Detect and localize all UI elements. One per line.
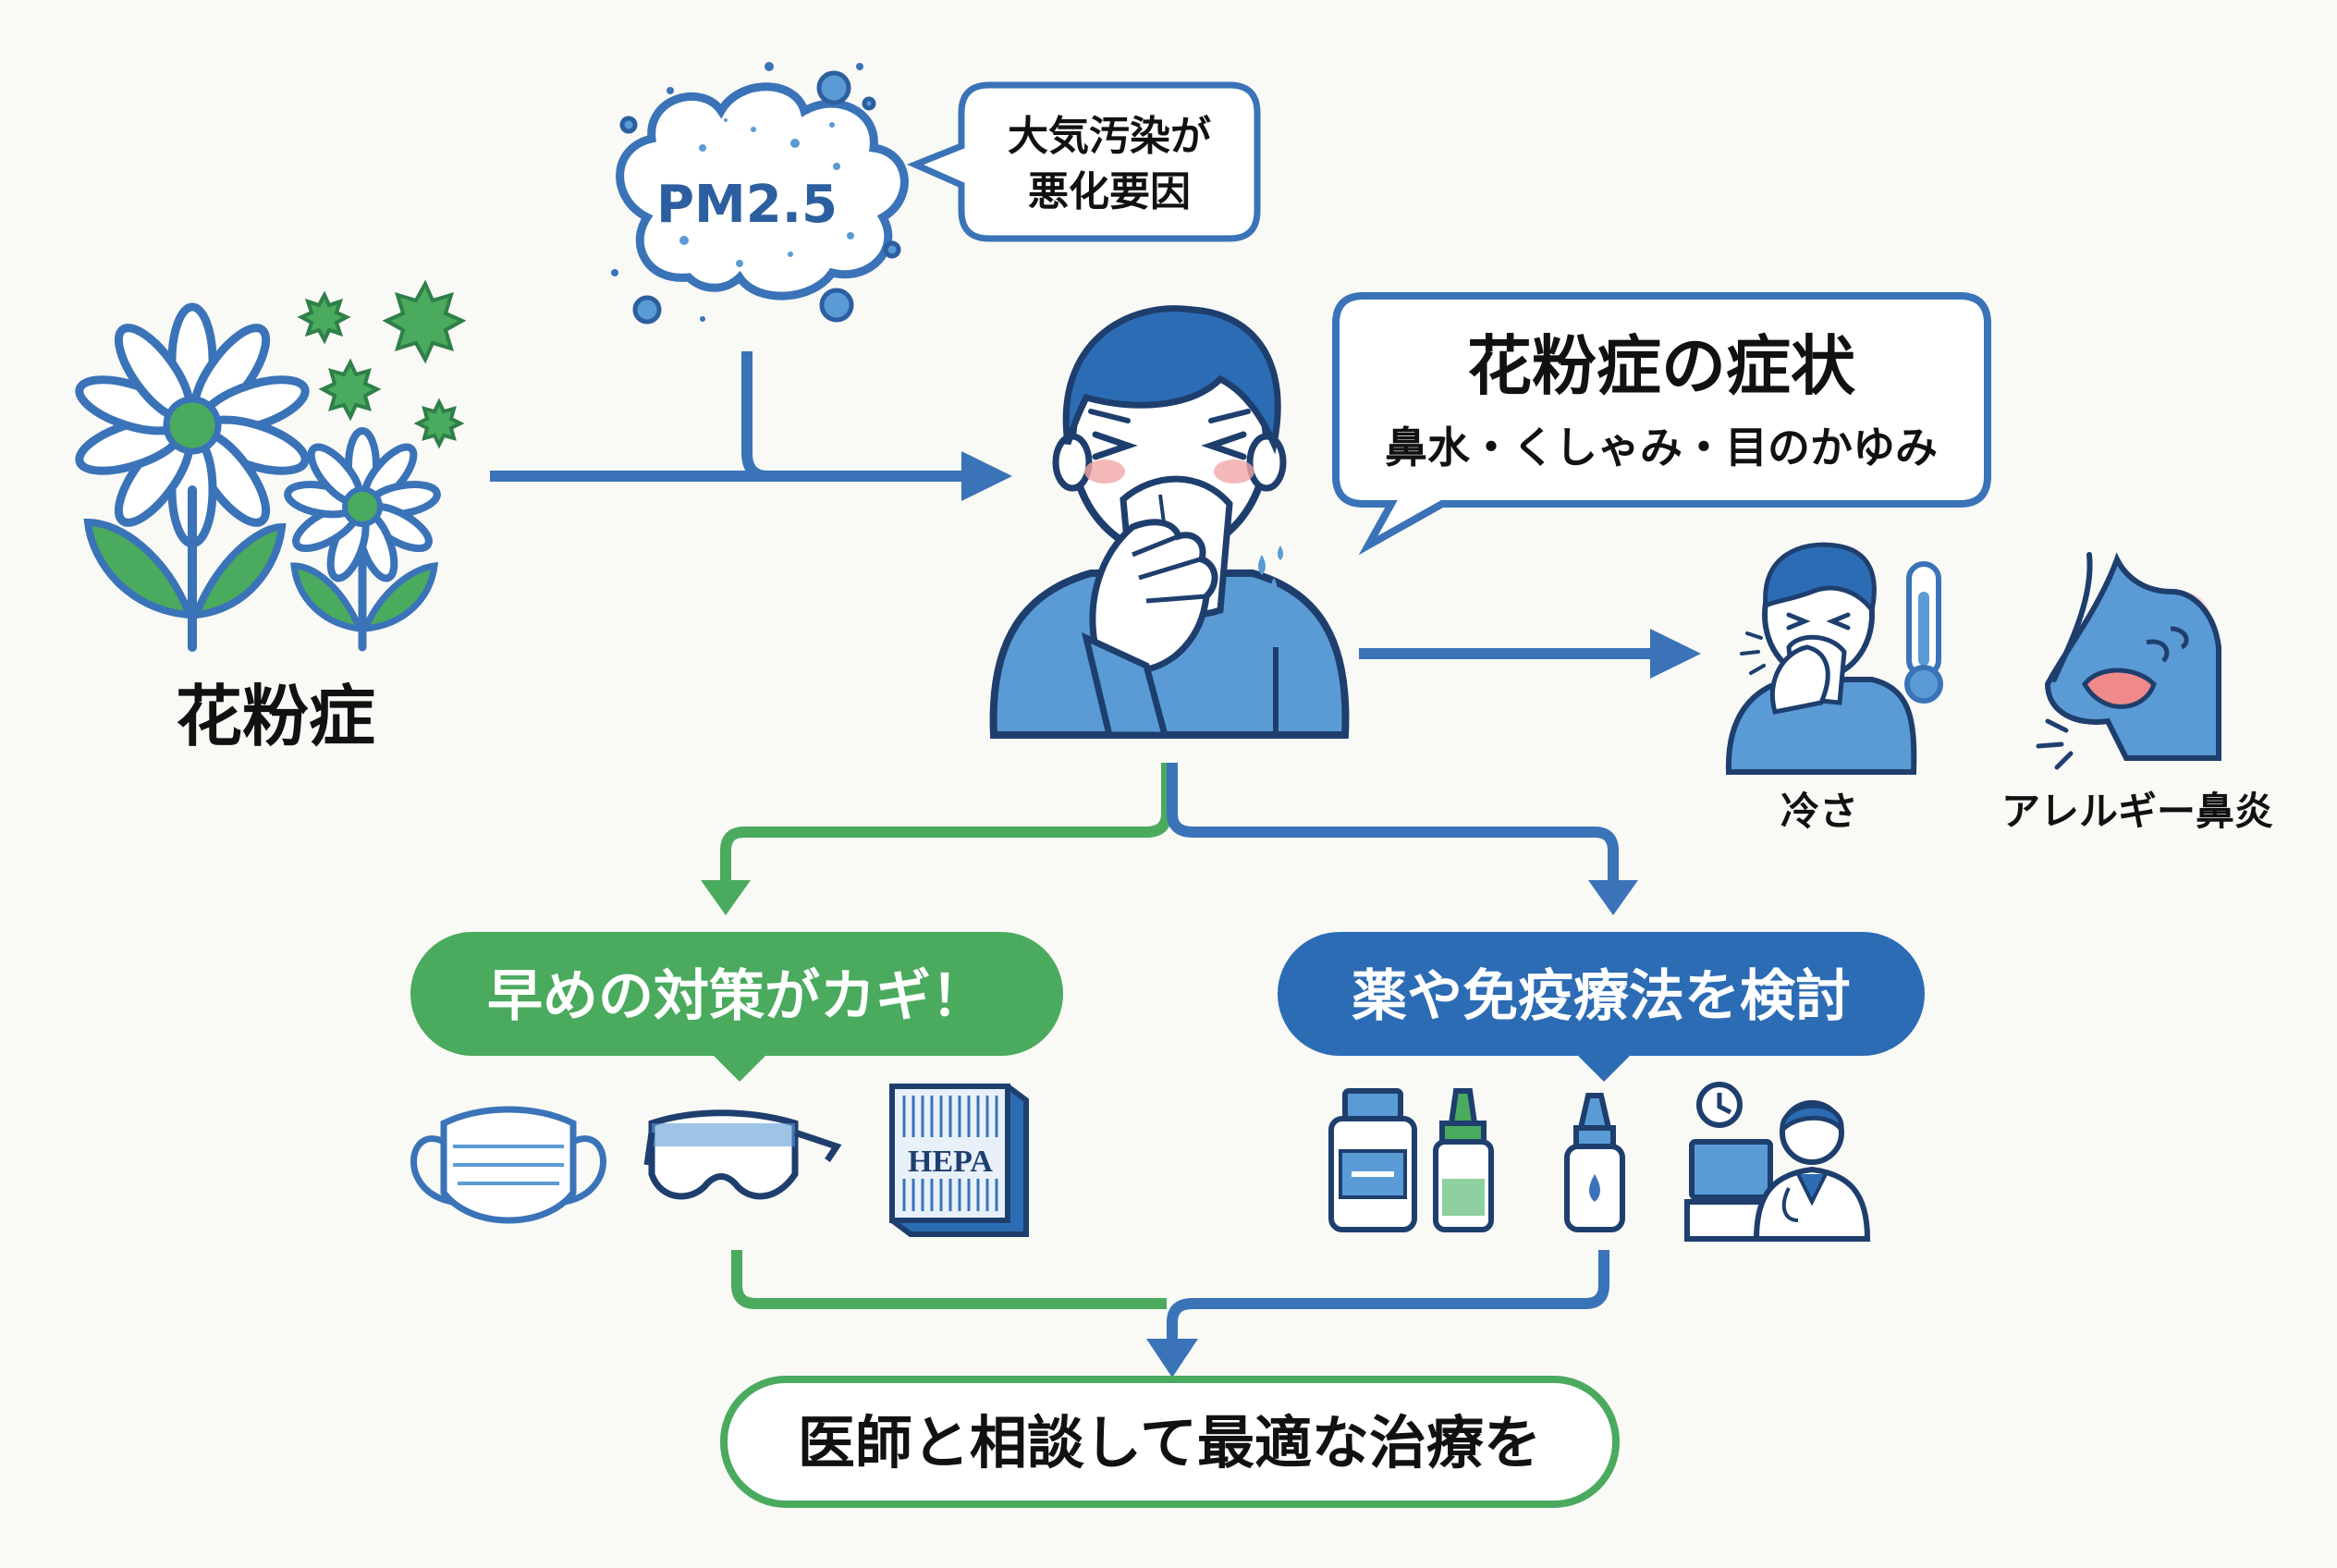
medicine-pill: 薬や免疫療法を検討 — [1278, 932, 1925, 1082]
cloud-icon — [611, 62, 909, 325]
medicine-bottle-icon — [1328, 1088, 1417, 1232]
pollen-arrowhead — [961, 451, 1012, 501]
allergic-rhinitis-label: アレルギー鼻炎 — [2001, 789, 2273, 834]
pollinosis-label: 花粉症 — [176, 678, 375, 755]
branch-blue — [1167, 763, 1619, 883]
clock-icon — [1696, 1082, 1743, 1128]
goggles-icon — [643, 1109, 842, 1200]
merge-green — [731, 1250, 1167, 1309]
cold-label: 冷さ — [1780, 789, 1858, 834]
symptoms-bubble: 花粉症の症状 鼻水・くしゃみ・目のかゆみ — [1332, 292, 1991, 556]
medicine-label: 薬や免疫療法を検討 — [1352, 964, 1851, 1029]
branch-blue-head — [1588, 880, 1638, 915]
branch-green — [720, 763, 1172, 883]
pollution-bubble: 大気汚染が 悪化要因 — [906, 81, 1261, 242]
hepa-filter-icon: HEPA — [889, 1084, 1029, 1237]
pollution-line1: 大気汚染が — [1008, 113, 1211, 160]
merge-arrowhead — [1146, 1339, 1198, 1378]
doctor-icon — [1684, 1100, 1871, 1242]
thermometer-icon — [1904, 561, 1943, 704]
pm25-label: PM2.5 — [656, 175, 838, 235]
early-measures-pill: 早めの対策がカギ！ — [410, 932, 1063, 1082]
pm-connector — [490, 351, 768, 482]
consult-pill: 医師と相談して最適な治療を — [720, 1376, 1620, 1508]
nasal-spray-icon — [1433, 1088, 1494, 1232]
nose-icon — [2036, 552, 2221, 770]
pollen-icon — [297, 279, 467, 449]
consult-label: 医師と相談して最適な治療を — [798, 1409, 1541, 1476]
mask-icon — [410, 1106, 606, 1224]
flower-icon — [75, 302, 441, 652]
cold-person-icon — [1725, 542, 1917, 775]
early-measures-label: 早めの対策がカギ！ — [487, 964, 986, 1029]
symptoms-title: 花粉症の症状 — [1467, 328, 1856, 404]
eye-drops-icon — [1564, 1093, 1625, 1232]
symptoms-list: 鼻水・くしゃみ・目のかゆみ — [1385, 423, 1938, 472]
related-arrowhead — [1650, 629, 1701, 679]
sneezing-person-icon — [989, 305, 1350, 739]
branch-green-head — [701, 880, 751, 915]
pollution-line2: 悪化要因 — [1028, 168, 1191, 215]
merge-blue — [1167, 1250, 1609, 1341]
hepa-label: HEPA — [908, 1145, 993, 1179]
